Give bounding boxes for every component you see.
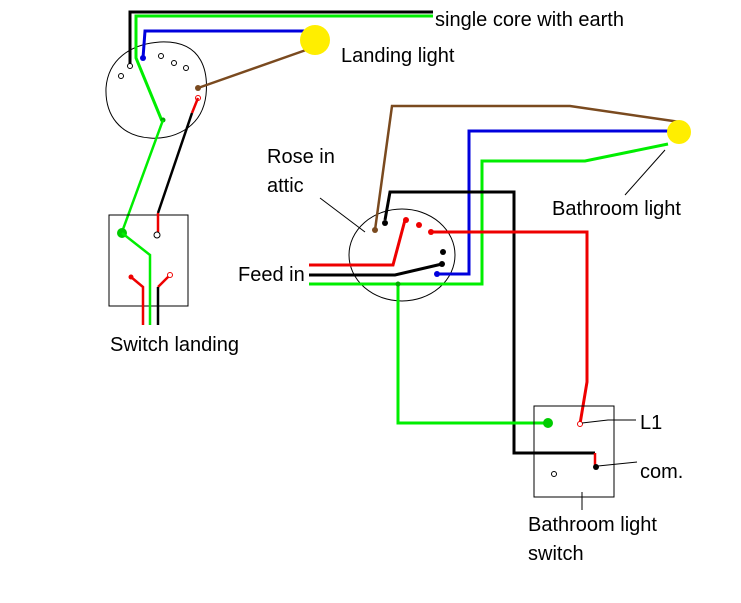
- terminal: [434, 271, 440, 277]
- switch-landing-label: Switch landing: [110, 334, 239, 356]
- cable-label: single core with earth: [435, 9, 624, 31]
- bathroom-switched-live-wire: [373, 104, 681, 231]
- terminal: [551, 471, 557, 477]
- landing-neutral-wire: [141, 29, 306, 59]
- feed-in-black-wire: [309, 262, 443, 277]
- cable-black-wire: [128, 10, 433, 64]
- rose-label-line1: Rose in: [267, 146, 335, 168]
- terminal: [128, 274, 134, 280]
- terminal: [440, 249, 446, 255]
- bathroom-switch-earth-terminal: [543, 418, 553, 428]
- bathroom-switch-label-line1: Bathroom light: [528, 514, 657, 536]
- terminal: [195, 85, 201, 91]
- landing-black-wire: [156, 112, 194, 214]
- feed-in-label: Feed in: [238, 264, 305, 286]
- landing-rose: [105, 41, 207, 139]
- bathroom-switch-box: [533, 405, 615, 498]
- terminal: [416, 222, 422, 228]
- cable-earth-wire: [134, 14, 433, 122]
- terminal: [153, 231, 161, 239]
- bathroom-light-bulb: [667, 120, 691, 144]
- landing-earth-out-wire: [121, 232, 152, 325]
- rose-label-line2: attic: [267, 175, 304, 197]
- landing-red-wire: [190, 97, 200, 114]
- terminal: [439, 261, 445, 267]
- terminal: [183, 65, 189, 71]
- attic-rose: [348, 208, 456, 302]
- landing-switch-box: [108, 214, 189, 307]
- landing-light-bulb: [300, 25, 330, 55]
- com-pointer: [597, 461, 638, 467]
- bathroom-switch-label-line2: switch: [528, 543, 584, 565]
- landing-earth-down-wire: [120, 119, 165, 233]
- bathroom-light-label: Bathroom light: [552, 198, 681, 220]
- terminal: [372, 227, 378, 233]
- bathroom-l1-wire: [430, 230, 589, 425]
- bathroom-light-pointer: [624, 149, 666, 196]
- rose-pointer-line: [319, 197, 366, 233]
- bathroom-earth-wire: [309, 142, 669, 286]
- terminal: [403, 217, 409, 223]
- bathroom-switch-earth-wire: [396, 284, 548, 425]
- com-terminal: [593, 464, 599, 470]
- feed-in-red-wire: [309, 219, 407, 267]
- terminal: [118, 73, 124, 79]
- com-label: com.: [640, 461, 683, 483]
- terminal: [395, 281, 401, 287]
- terminal: [158, 53, 164, 59]
- terminal: [127, 63, 133, 69]
- terminal: [428, 229, 434, 235]
- bathroom-switch-black-wire: [383, 190, 595, 455]
- terminal: [167, 272, 173, 278]
- terminal: [140, 55, 146, 61]
- l1-label: L1: [640, 412, 662, 434]
- l1-terminal: [577, 421, 583, 427]
- l1-pointer: [581, 419, 636, 424]
- landing-light-label: Landing light: [341, 45, 455, 67]
- landing-switched-live-wire: [197, 48, 307, 90]
- bathroom-neutral-wire: [437, 129, 670, 276]
- landing-strapper-1: [130, 276, 145, 325]
- terminal: [382, 220, 388, 226]
- terminal: [171, 60, 177, 66]
